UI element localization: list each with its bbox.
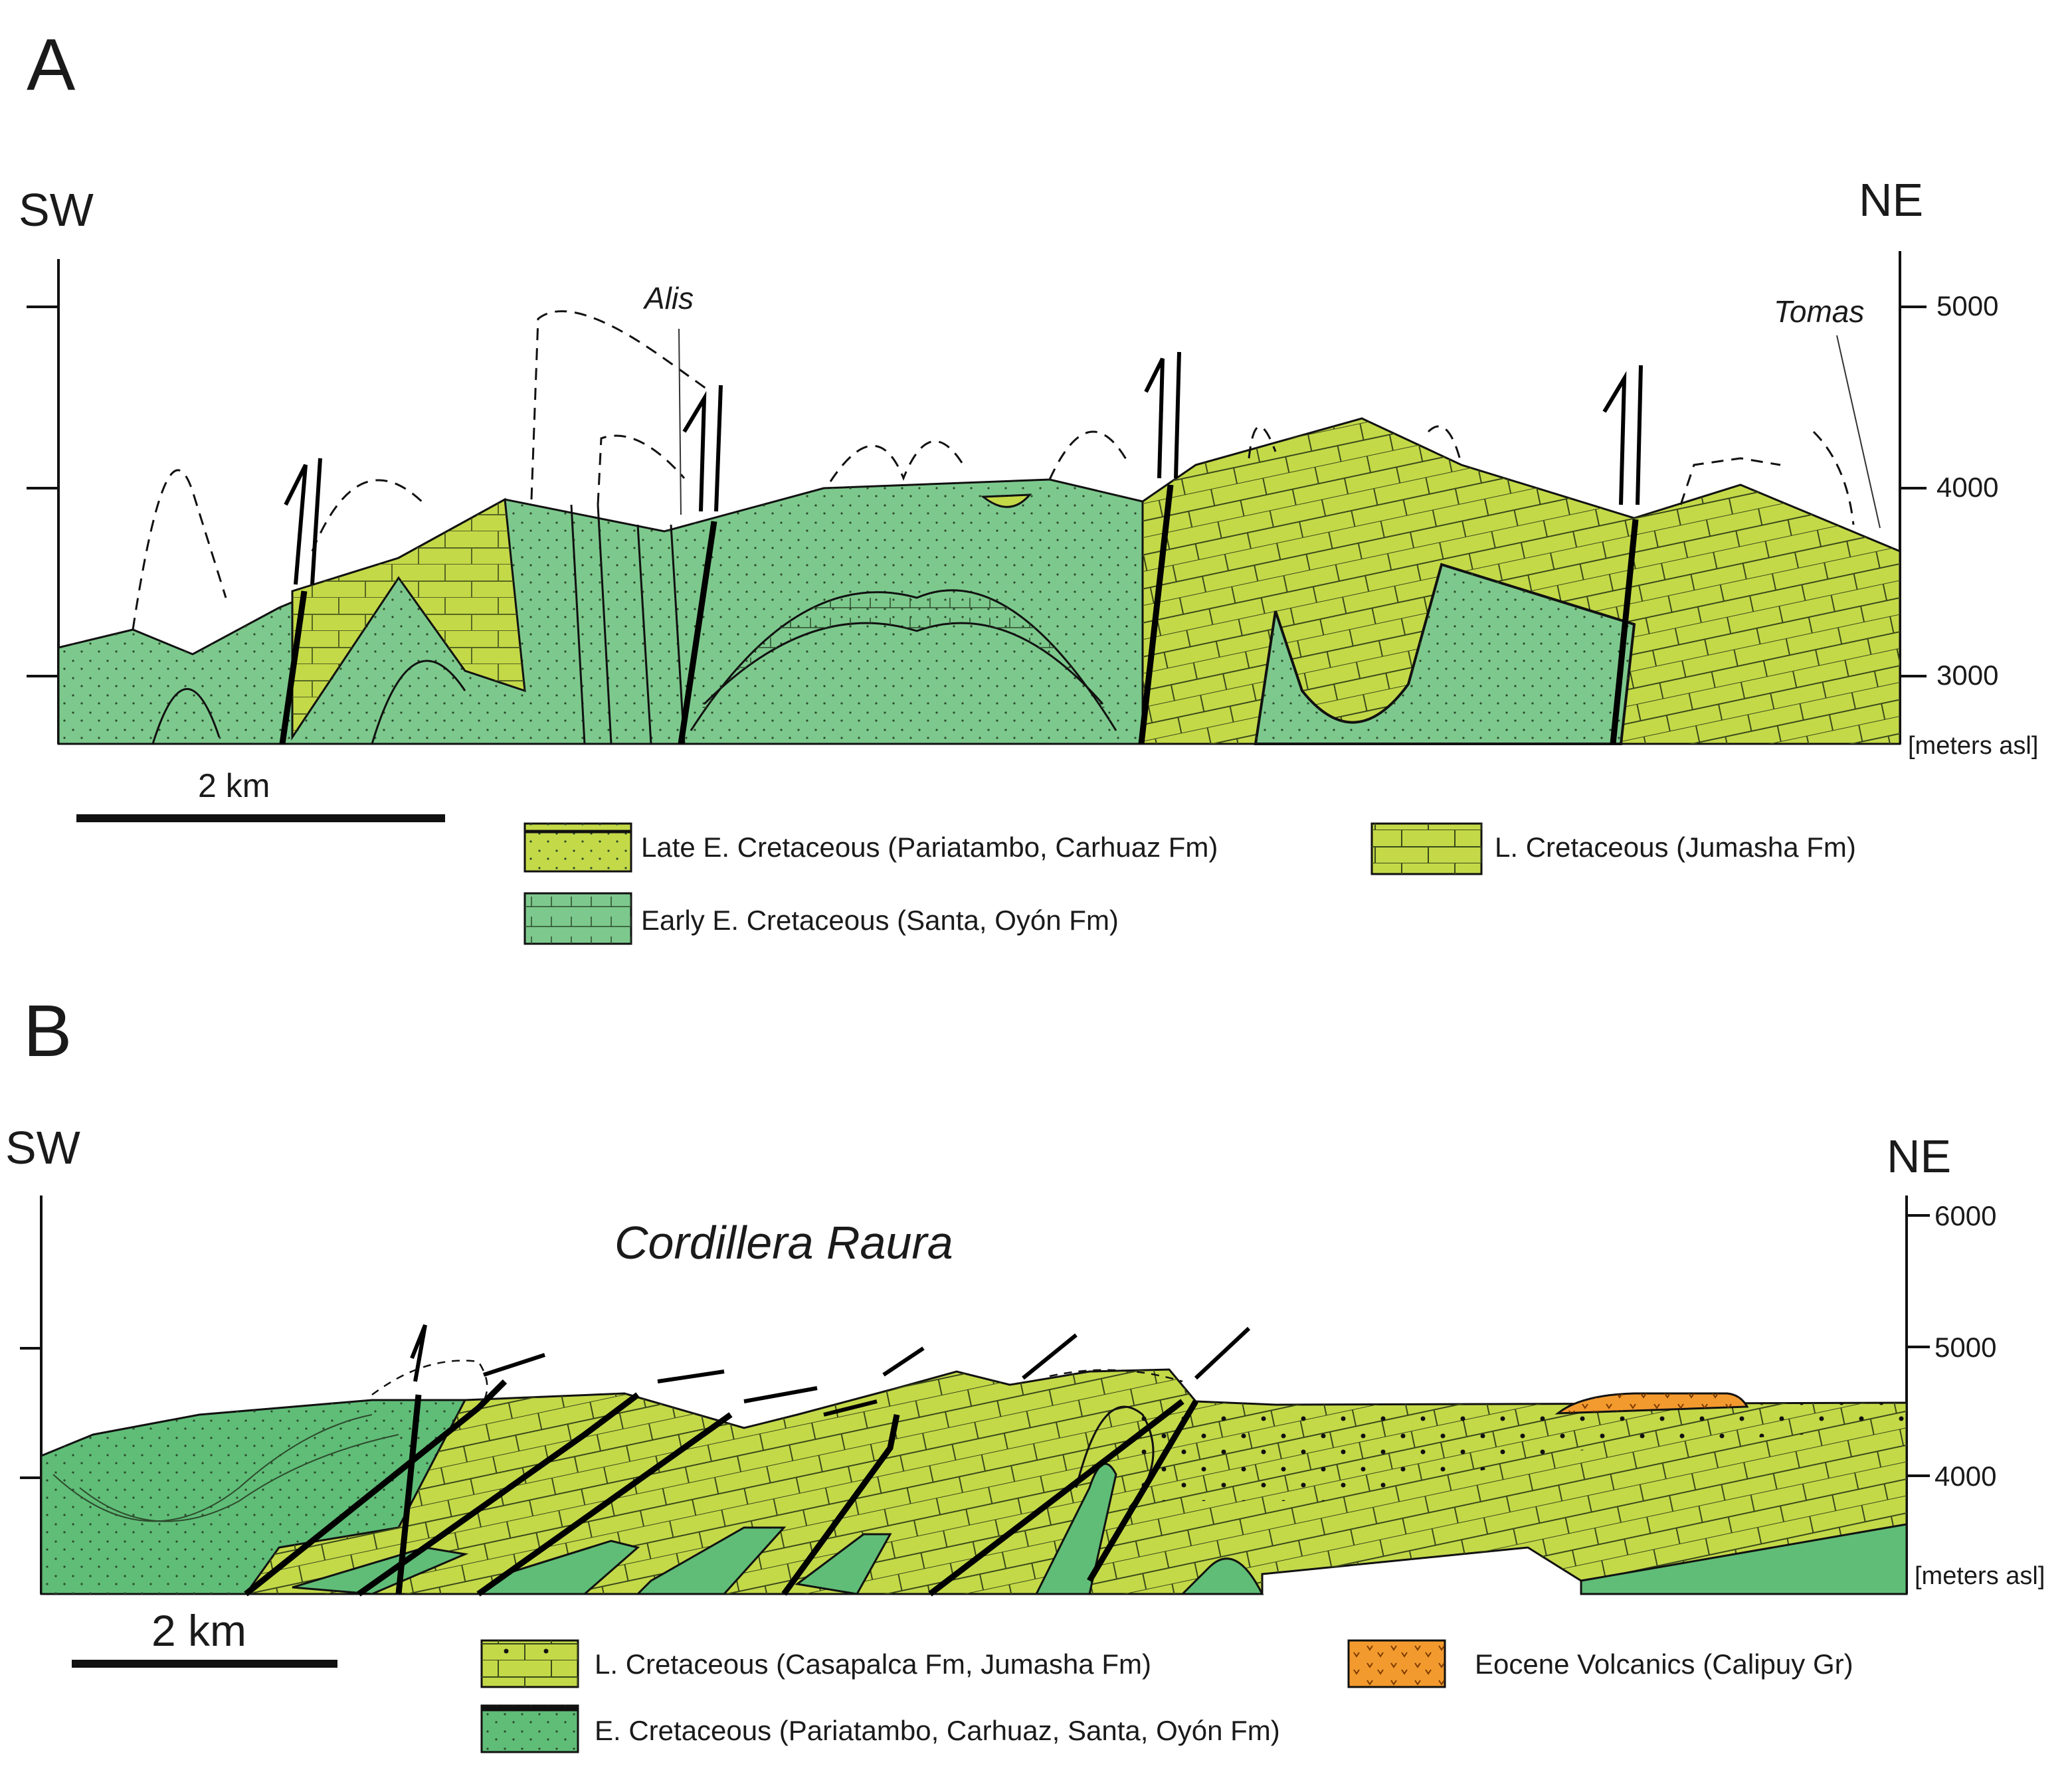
panel-a-fault-arrows [284, 351, 1643, 585]
legend-l-cretaceous-casapalca-label: L. Cretaceous (Casapalca Fm, Jumasha Fm) [595, 1648, 1151, 1680]
panel-a-left-axis [27, 259, 60, 744]
legend-e-cretaceous-label: E. Cretaceous (Pariatambo, Carhuaz, Sant… [595, 1715, 1280, 1746]
panel-b-eroded-traces [371, 1360, 1183, 1399]
panel-a-tick-5000: 5000 [1936, 290, 1998, 321]
legend-l-cretaceous-casapalca: L. Cretaceous (Casapalca Fm, Jumasha Fm) [480, 1639, 1151, 1688]
panel-a-sw-label: SW [19, 184, 94, 236]
panel-b-label: B [23, 990, 72, 1072]
panel-a-scale-bar: 2 km [76, 767, 445, 822]
panel-b-axis-unit: [meters asl] [1915, 1562, 2045, 1590]
panel-b-right-axis [1905, 1195, 1930, 1594]
locality-tomas: Tomas [1774, 294, 1864, 329]
panel-a-faults [279, 484, 1639, 745]
legend-early-e-cretaceous-label: Early E. Cretaceous (Santa, Oyón Fm) [641, 905, 1119, 936]
panel-a-scale-label: 2 km [198, 767, 270, 804]
panel-a-tick-4000: 4000 [1936, 472, 1998, 503]
e-cretaceous-unit-right [1580, 1523, 1908, 1595]
panel-a-label: A [27, 24, 76, 106]
legend-eocene-volcanics-label: Eocene Volcanics (Calipuy Gr) [1475, 1648, 1853, 1680]
panel-a-ne-label: NE [1859, 174, 1923, 226]
panel-b-tick-4000: 4000 [1934, 1460, 1996, 1492]
panel-a-tick-3000: 3000 [1936, 660, 1998, 691]
panel-b-left-axis [20, 1195, 43, 1594]
panel-b-ne-label: NE [1887, 1130, 1951, 1182]
panel-b-section [40, 1368, 1908, 1595]
panel-a: A SW NE 5000 4000 3000 [meters asl] [19, 24, 2038, 945]
panel-a-axis-unit: [meters asl] [1908, 732, 2038, 760]
panel-b-fault-arrows [410, 1324, 1251, 1417]
legend-jumasha-label: L. Cretaceous (Jumasha Fm) [1495, 832, 1856, 863]
legend-e-cretaceous: E. Cretaceous (Pariatambo, Carhuaz, Sant… [480, 1704, 1280, 1753]
legend-late-e-cretaceous-label: Late E. Cretaceous (Pariatambo, Carhuaz … [641, 832, 1218, 863]
legend-late-e-cretaceous: Late E. Cretaceous (Pariatambo, Carhuaz … [523, 822, 1218, 873]
panel-b-scale-label: 2 km [151, 1606, 246, 1655]
panel-b-legend: L. Cretaceous (Casapalca Fm, Jumasha Fm)… [480, 1639, 1853, 1753]
panel-a-eroded-fold-traces [132, 310, 1855, 630]
panel-b: B SW NE Cordillera Raura 6000 5000 4000 … [5, 990, 2045, 1753]
panel-b-scale-bar: 2 km [72, 1606, 337, 1668]
alis-leader [678, 328, 682, 515]
panel-a-legend: Late E. Cretaceous (Pariatambo, Carhuaz … [523, 822, 1856, 945]
locality-alis: Alis [642, 281, 694, 315]
panel-b-tick-5000: 5000 [1934, 1332, 1996, 1363]
panel-b-sw-label: SW [5, 1122, 80, 1174]
legend-early-e-cretaceous: Early E. Cretaceous (Santa, Oyón Fm) [523, 892, 1119, 945]
legend-eocene-volcanics: Eocene Volcanics (Calipuy Gr) [1347, 1639, 1853, 1688]
legend-jumasha: L. Cretaceous (Jumasha Fm) [1370, 822, 1856, 875]
panel-b-tick-6000: 6000 [1934, 1200, 1996, 1231]
tomas-leader [1836, 335, 1881, 529]
panel-b-thrust-faults [244, 1379, 1198, 1597]
panel-a-section [57, 417, 1901, 745]
range-name-cordillera-raura: Cordillera Raura [614, 1217, 953, 1269]
panel-a-right-axis [1899, 251, 1927, 744]
